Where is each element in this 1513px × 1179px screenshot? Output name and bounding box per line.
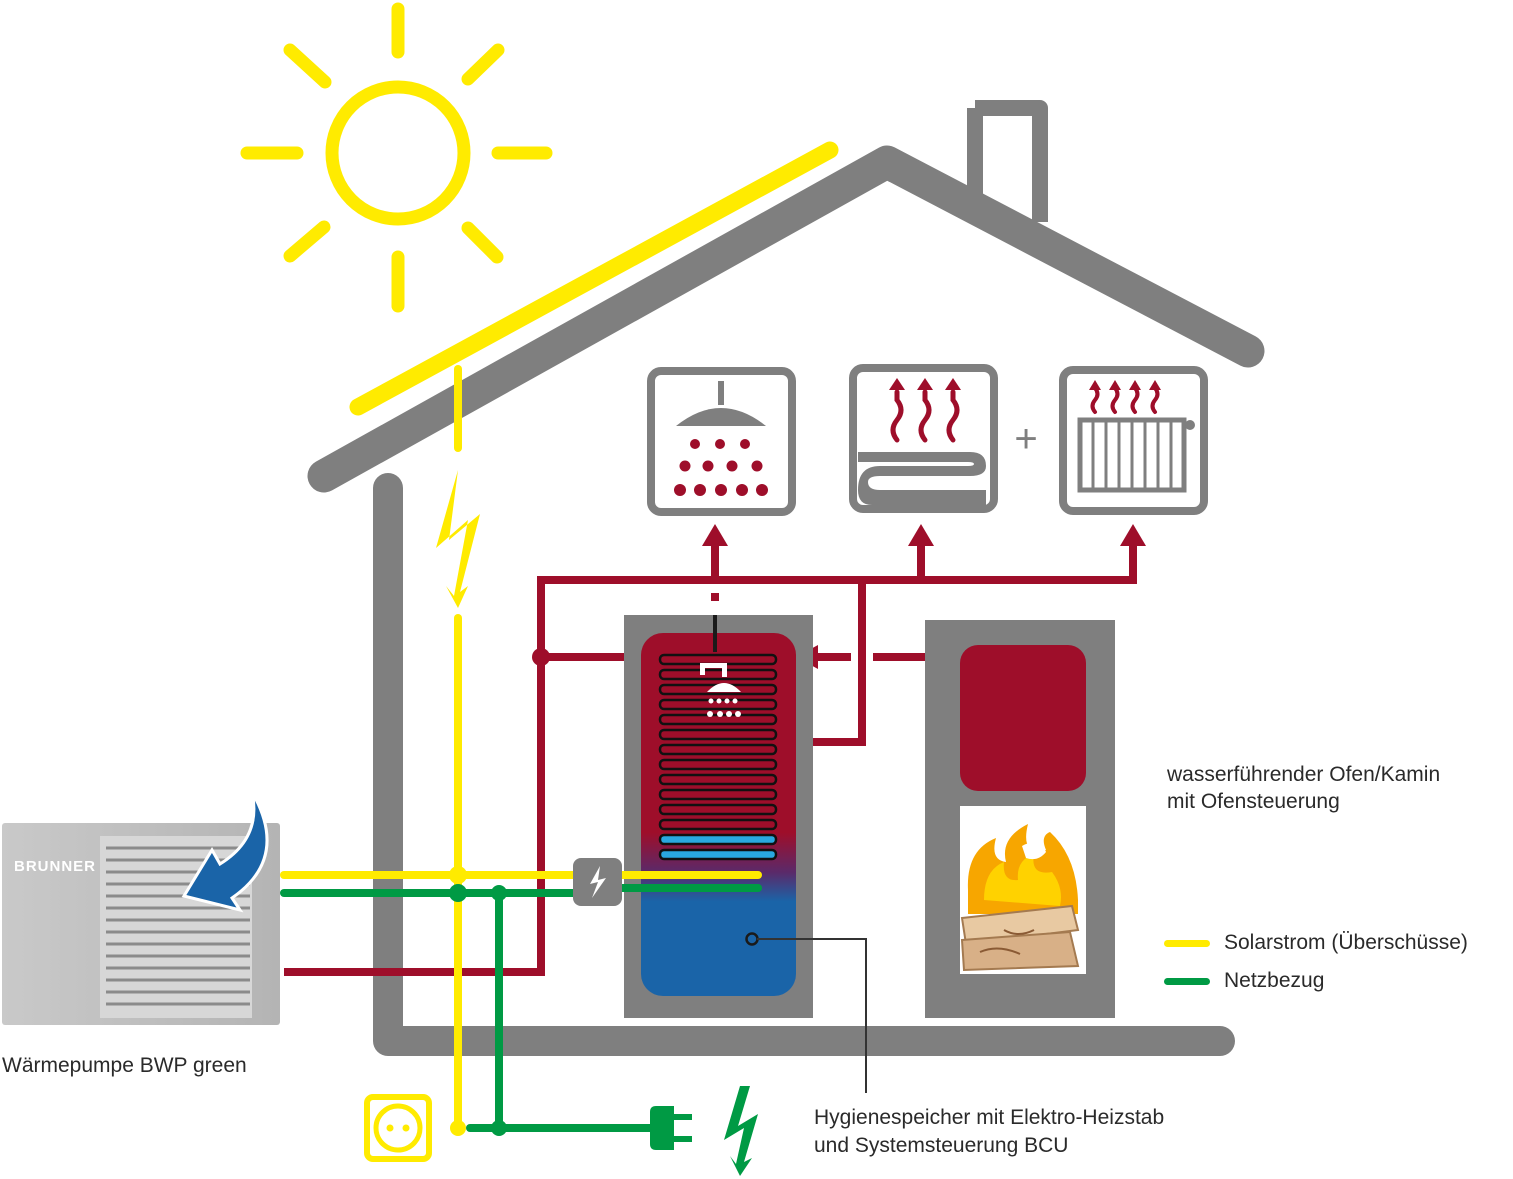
solar-panel xyxy=(349,141,839,416)
lightning-icon xyxy=(436,470,480,608)
stove xyxy=(925,620,1115,1018)
floor-heating-icon xyxy=(849,364,998,513)
heat-pump-brand: BRUNNER xyxy=(14,858,96,875)
tank-shower-icon xyxy=(700,663,741,717)
house-outline xyxy=(307,100,1265,1056)
plug-icon xyxy=(650,1106,692,1150)
storage-label-line2: und Systemsteuerung BCU xyxy=(814,1134,1069,1157)
junction-points xyxy=(449,866,507,1136)
stove-label-line2: mit Ofensteuerung xyxy=(1167,790,1340,813)
radiator-icon xyxy=(1059,366,1208,515)
sun-icon xyxy=(240,2,553,313)
legend-swatch-grid xyxy=(1164,977,1210,985)
controller-lightning-icon xyxy=(590,866,606,898)
legend-item-grid: Netzbezug xyxy=(1164,969,1324,993)
heat-pump-label: Wärmepumpe BWP green xyxy=(2,1054,247,1077)
shower-icon xyxy=(647,367,796,516)
heat-pump-unit xyxy=(2,791,280,1025)
stove-label-line1: wasserführender Ofen/Kamin xyxy=(1167,763,1441,786)
airflow-arrow-icon xyxy=(181,791,269,913)
legend-label-solar: Solarstrom (Überschüsse) xyxy=(1224,931,1468,954)
plus-sign: + xyxy=(1014,417,1037,461)
grid-lightning-icon xyxy=(724,1086,758,1176)
socket-icon xyxy=(364,1094,432,1162)
storage-label-line1: Hygienespeicher mit Elektro-Heizstab xyxy=(814,1106,1165,1129)
flame-icon xyxy=(960,824,1080,972)
storage-tank xyxy=(624,615,867,1093)
legend-item-solar: Solarstrom (Überschüsse) xyxy=(1164,931,1468,955)
heating-rod-controller xyxy=(573,858,622,906)
legend-label-grid: Netzbezug xyxy=(1224,969,1325,992)
legend-swatch-solar xyxy=(1164,939,1210,947)
